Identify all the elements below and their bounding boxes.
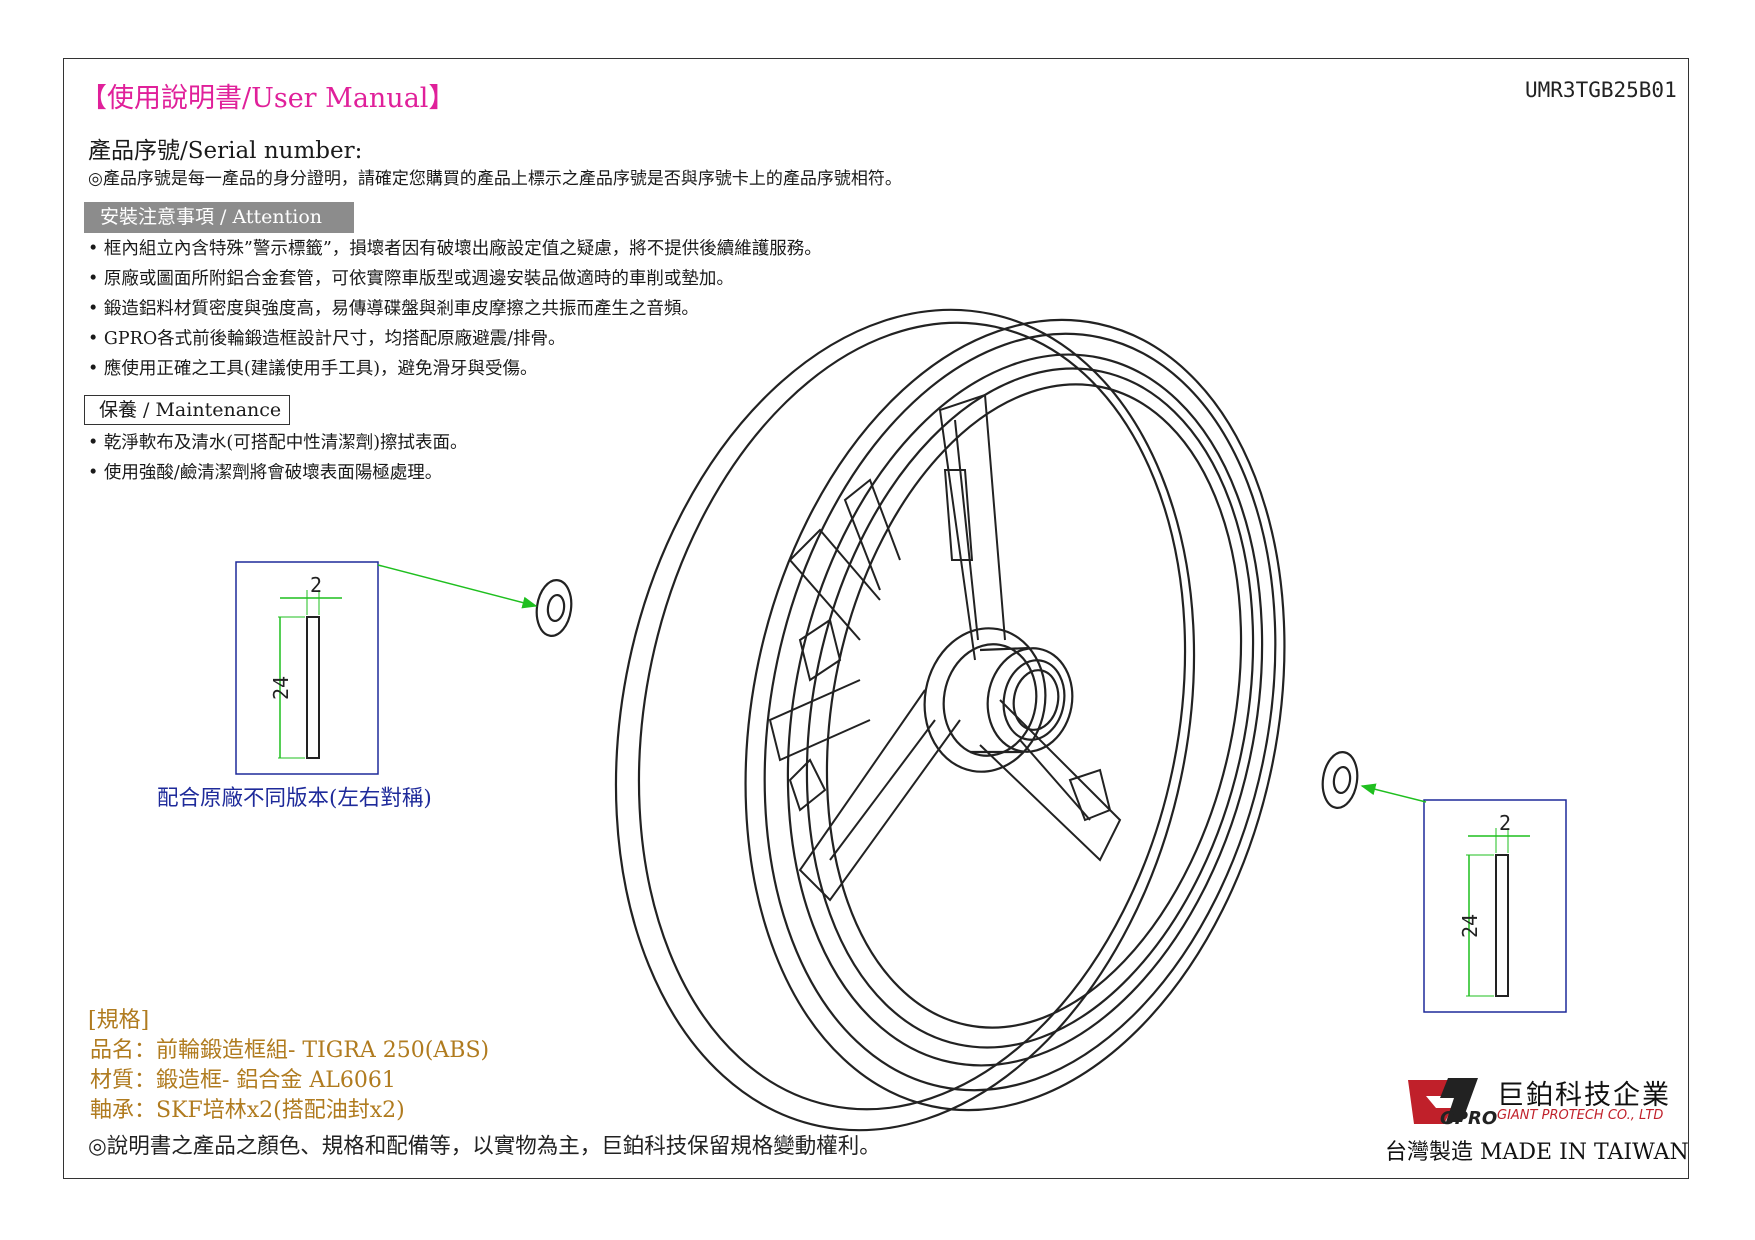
serial-heading: 產品序號/Serial number: — [88, 138, 363, 164]
company-name-en: GIANT PROTECH CO., LTD — [1497, 1108, 1664, 1123]
page-frame — [63, 58, 1689, 1179]
maintenance-item: • 使用強酸/鹼清潔劑將會破壞表面陽極處理。 — [88, 463, 443, 483]
spec-item: 品名：前輪鍛造框組- TIGRA 250(ABS) — [90, 1038, 490, 1063]
wheel-spokes — [768, 393, 1122, 902]
wheel-hub — [923, 627, 1074, 773]
washer-left — [535, 579, 573, 637]
spec-item: 軸承：SKF培林x2(搭配油封x2) — [90, 1098, 405, 1123]
gpro-logo-icon: GPRO — [1408, 1078, 1497, 1129]
attention-item: • GPRO各式前後輪鍛造框設計尺寸，均搭配原廠避震/排骨。 — [88, 329, 566, 349]
left-dim-height: 24 — [269, 676, 293, 700]
spec-item: 材質：鍛造框- 鋁合金 AL6061 — [90, 1068, 396, 1093]
document-code: UMR3TGB25B01 — [1525, 78, 1677, 102]
maintenance-item: • 乾淨軟布及清水(可搭配中性清潔劑)擦拭表面。 — [88, 433, 468, 453]
right-detail-box — [1360, 783, 1567, 1013]
spec-heading: [規格] — [88, 1008, 150, 1033]
fit-note: 配合原廠不同版本(左右對稱) — [157, 786, 432, 811]
right-dim-height: 24 — [1458, 914, 1482, 938]
right-dim-width: 2 — [1499, 811, 1511, 835]
left-detail-box — [235, 561, 538, 775]
made-in-label: 台灣製造 MADE IN TAIWAN — [1385, 1140, 1689, 1165]
company-name-cn: 巨鉑科技企業 — [1497, 1080, 1671, 1111]
washer-right — [1321, 751, 1359, 809]
attention-item: • 框內組立內含特殊”警示標籤”，損壞者因有破壞出廠設定值之疑慮，將不提供後續維… — [88, 239, 822, 259]
spec-note: ◎說明書之產品之顏色、規格和配備等，以實物為主，巨鉑科技保留規格變動權利。 — [88, 1134, 881, 1159]
attention-item: • 鍛造鋁料材質密度與強度高，易傳導碟盤與剎車皮摩擦之共振而產生之音頻。 — [88, 299, 699, 319]
attention-heading: 安裝注意事項 / Attention — [84, 202, 354, 233]
serial-note: ◎產品序號是每一產品的身分證明，請確定您購買的產品上標示之產品序號是否與序號卡上… — [88, 169, 902, 189]
manual-title: 【使用說明書/User Manual】 — [80, 83, 456, 114]
logo-text: GPRO — [1440, 1108, 1497, 1129]
left-dim-width: 2 — [310, 573, 322, 597]
attention-item: • 原廠或圖面所附鋁合金套管，可依實際車版型或週邊安裝品做適時的車削或墊加。 — [88, 269, 734, 289]
attention-item: • 應使用正確之工具(建議使用手工具)，避免滑牙與受傷。 — [88, 359, 538, 379]
maintenance-heading: 保養 / Maintenance — [84, 395, 290, 425]
wheel-rim — [614, 308, 1286, 1132]
